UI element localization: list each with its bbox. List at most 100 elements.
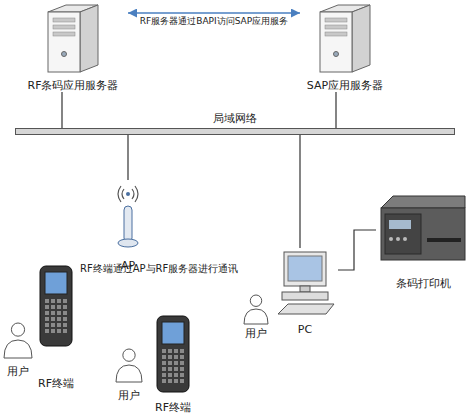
rf-key	[51, 305, 55, 309]
rf-key	[162, 379, 166, 383]
rf-key	[45, 311, 49, 315]
drive-bay	[325, 32, 347, 36]
user-head	[123, 349, 135, 361]
printer-display	[389, 220, 411, 229]
rf-key	[57, 329, 61, 333]
rf-key	[63, 323, 67, 327]
server-side	[80, 5, 98, 72]
server-front	[320, 12, 352, 72]
label-slot	[427, 238, 461, 242]
rf-key	[57, 305, 61, 309]
rf-body	[157, 316, 189, 392]
drive-bay	[53, 18, 75, 22]
rf-key	[168, 367, 172, 371]
printer-icon	[379, 194, 467, 264]
user-body	[4, 340, 32, 358]
printer-node: 条码打印机	[376, 190, 470, 290]
rf-key	[63, 317, 67, 321]
rf-key	[45, 299, 49, 303]
monitor	[284, 252, 326, 286]
printer-top	[381, 196, 465, 208]
user-head	[250, 295, 261, 306]
signal-wave	[135, 186, 138, 202]
rf-key	[57, 299, 61, 303]
user-head	[11, 323, 24, 336]
power-button	[334, 52, 339, 57]
rf-key	[162, 367, 166, 371]
signal-wave	[132, 189, 134, 199]
rf-key	[63, 305, 67, 309]
user-icon	[243, 294, 269, 324]
node-label: 条码打印机	[376, 277, 470, 290]
rf-key	[180, 355, 184, 359]
rf-key	[51, 311, 55, 315]
connector	[128, 12, 300, 14]
user-node: 用户	[0, 318, 36, 378]
rf-key	[180, 379, 184, 383]
rf-key	[57, 317, 61, 321]
rf-key	[45, 317, 49, 321]
signal-wave	[122, 189, 124, 199]
rf-key	[63, 311, 67, 315]
rf-icon	[35, 264, 77, 348]
user-icon	[115, 348, 143, 382]
server-icon	[316, 2, 374, 74]
signal-wave	[118, 186, 121, 202]
connector	[299, 135, 300, 248]
rf-key	[45, 323, 49, 327]
rf-body	[40, 266, 72, 346]
rf-key	[63, 299, 67, 303]
node-label: SAP应用服务器	[300, 79, 390, 92]
power-button	[62, 52, 67, 57]
printer-panel	[385, 214, 421, 254]
rf-key	[174, 367, 178, 371]
server-front	[48, 12, 80, 72]
user-node: 用户	[240, 292, 272, 340]
pc-icon	[276, 250, 334, 316]
rf-key	[180, 361, 184, 365]
ap-icon	[116, 182, 140, 248]
server-node: RF条码应用服务器	[18, 0, 128, 92]
rf-key	[180, 367, 184, 371]
rf-key	[180, 373, 184, 377]
server-side	[352, 5, 370, 72]
node-label: 用户	[112, 389, 146, 402]
monitor-screen	[288, 256, 322, 281]
rf-key	[45, 329, 49, 333]
pc-node: PC	[272, 248, 338, 336]
node-label: RF终端	[30, 377, 82, 390]
network-bus: 局域网络	[15, 128, 455, 135]
signal-dot	[126, 192, 130, 196]
note-text: RF终端通过AP与RF服务器进行通讯	[80, 263, 238, 275]
rf-screen	[45, 272, 67, 294]
connector	[335, 92, 336, 128]
rf-key	[162, 373, 166, 377]
node-label: 局域网络	[16, 112, 454, 125]
rf-key	[162, 355, 166, 359]
pc-case	[282, 292, 328, 300]
printer-button	[389, 237, 393, 241]
rf-key	[174, 379, 178, 383]
rf-key	[57, 311, 61, 315]
rf-key	[168, 373, 172, 377]
monitor-stand	[300, 286, 310, 292]
connector	[338, 230, 376, 270]
user-node: 用户	[112, 346, 146, 402]
rf-screen	[162, 322, 184, 344]
user-body	[116, 365, 142, 382]
printer-button	[403, 237, 407, 241]
server-node: SAP应用服务器	[300, 0, 390, 92]
connector	[127, 135, 128, 180]
antenna-base	[118, 239, 138, 247]
rf-key	[57, 323, 61, 327]
user-icon	[3, 322, 33, 358]
drive-bay	[53, 32, 75, 36]
node-label: RF条码应用服务器	[18, 79, 128, 92]
rf-key	[174, 355, 178, 359]
drive-bay	[53, 25, 75, 29]
rf-key	[162, 361, 166, 365]
rf-terminal: RF终端	[30, 262, 82, 390]
printer-body	[381, 208, 465, 260]
rf-key	[162, 349, 166, 353]
